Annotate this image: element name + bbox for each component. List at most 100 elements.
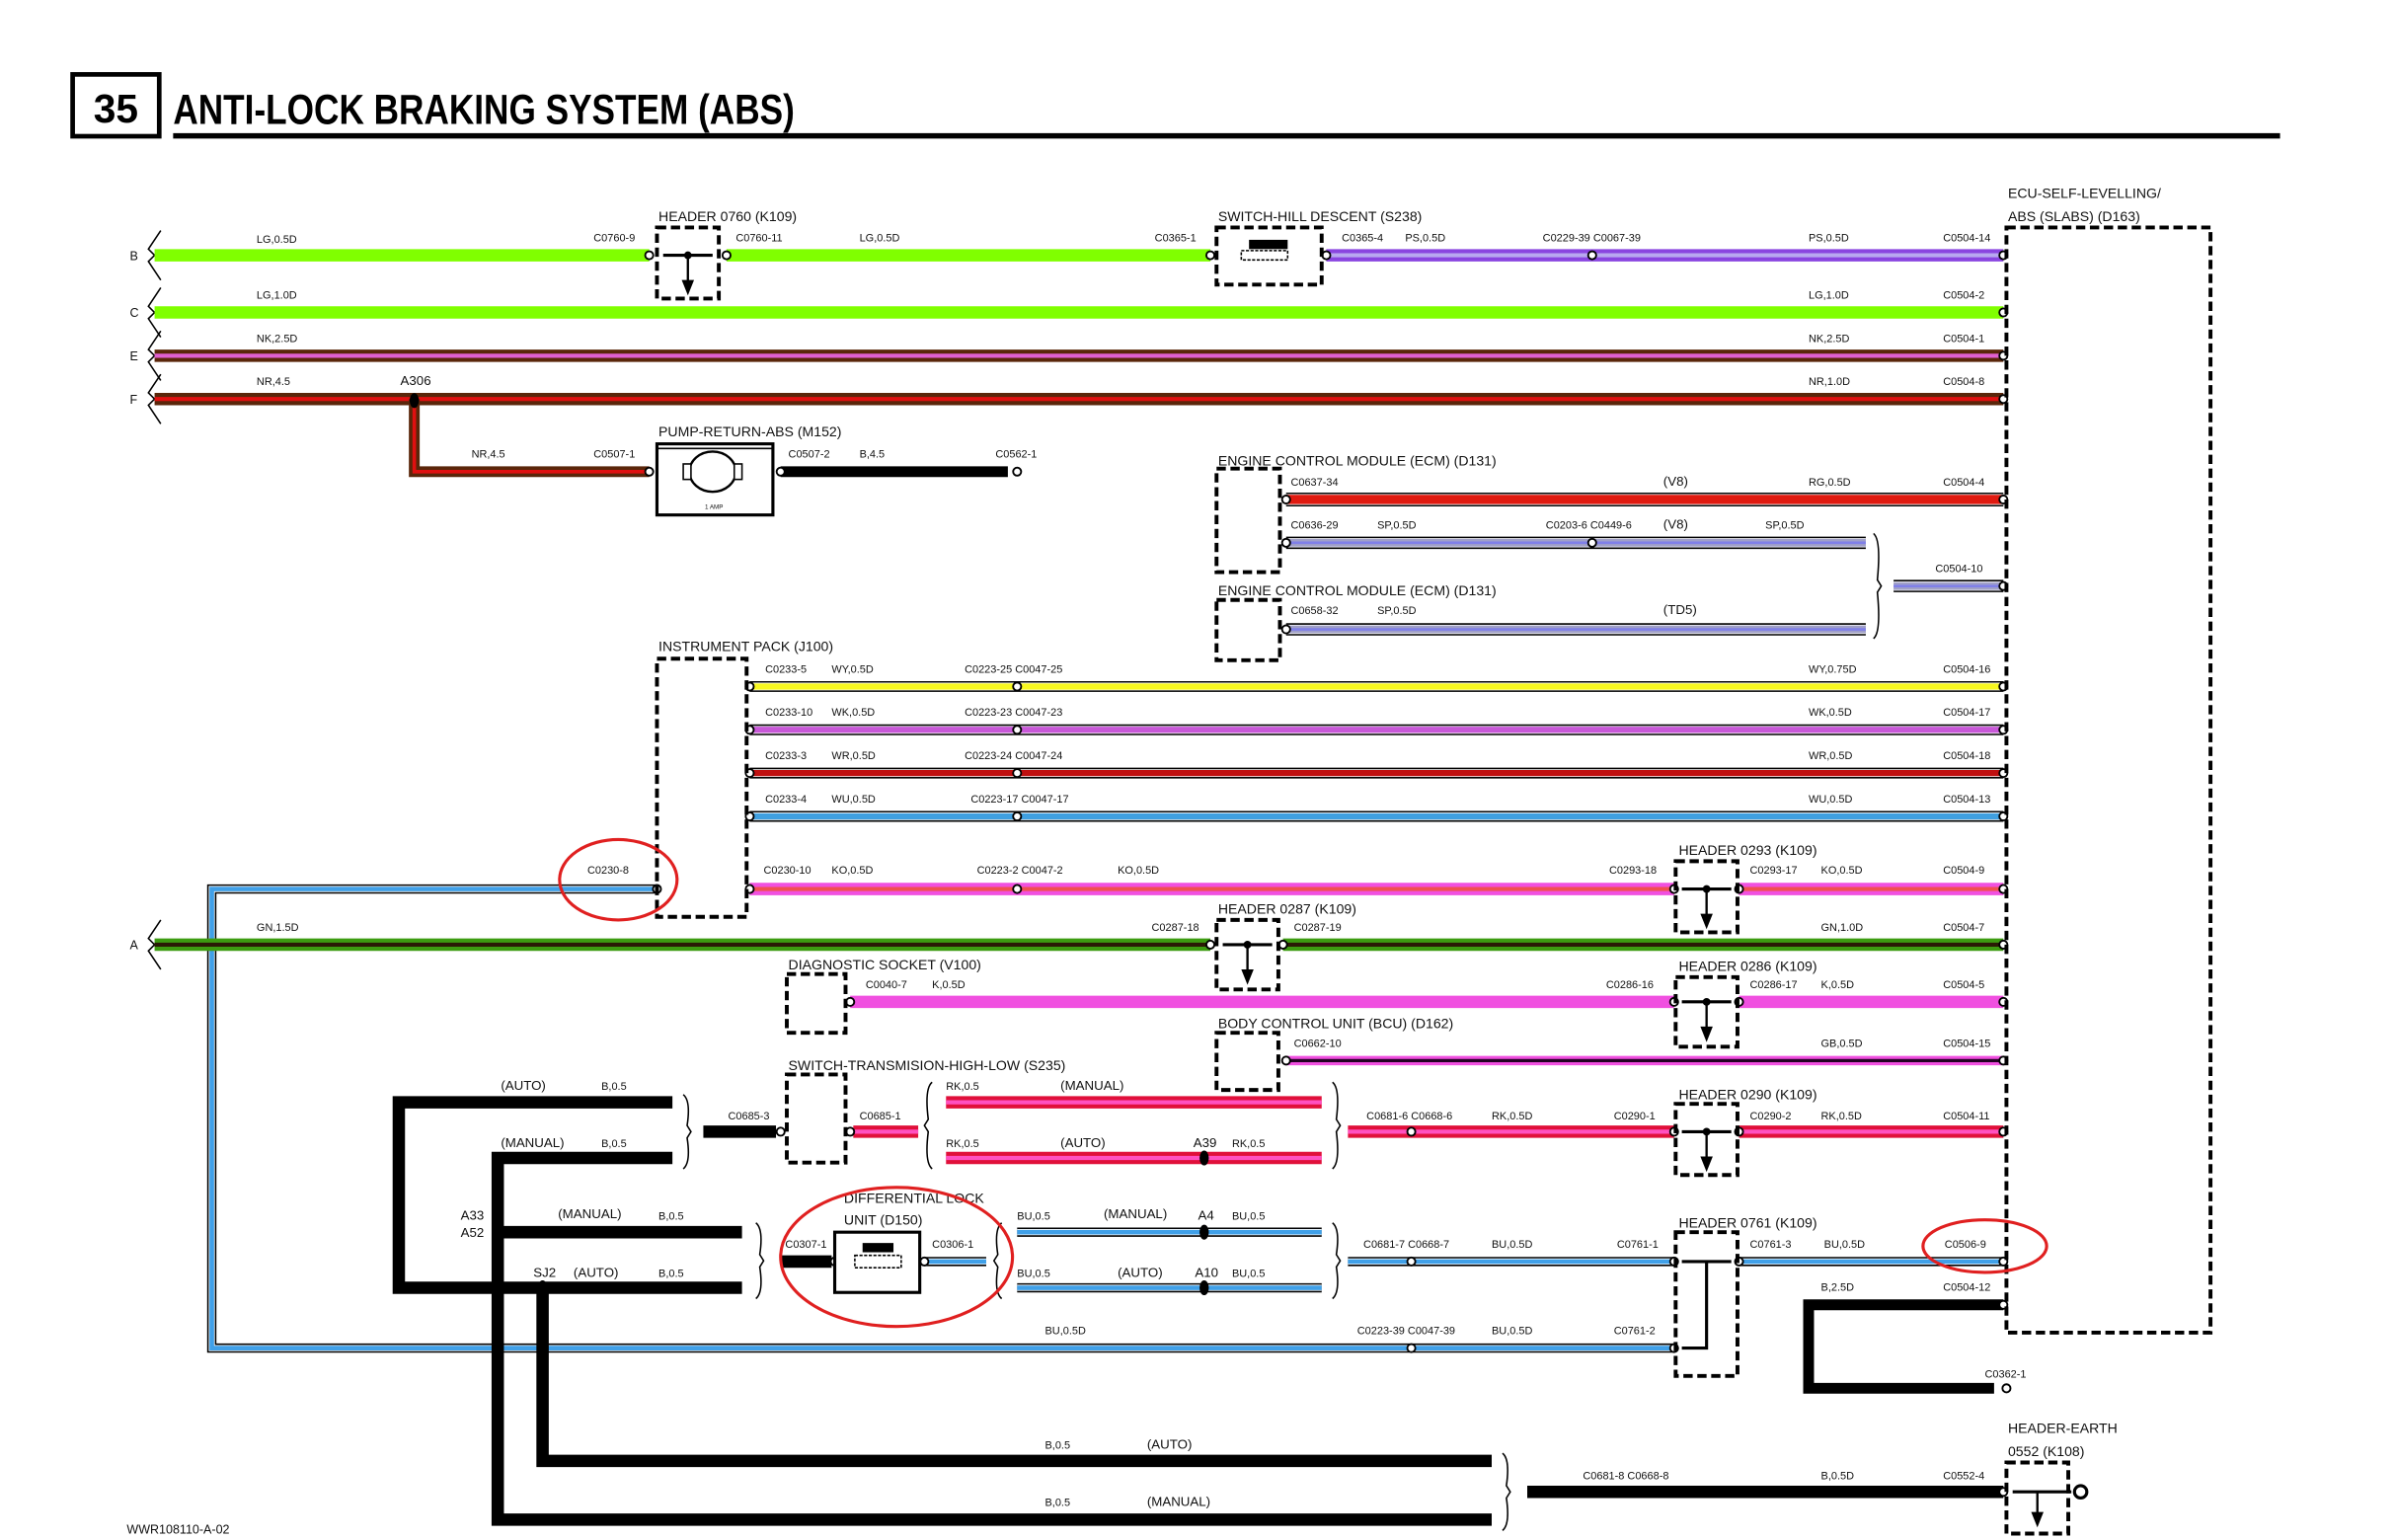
component-label: BODY CONTROL UNIT (BCU) (D162): [1218, 1015, 1453, 1031]
wire-label: KO,0.5D: [1821, 865, 1863, 877]
wire-label: LG,0.5D: [257, 234, 297, 246]
wire-label: B,0.5: [601, 1081, 627, 1093]
header-0761: [1673, 1230, 1739, 1378]
wire-label: C0504-17: [1943, 707, 1990, 719]
harness-brace: [755, 1222, 765, 1300]
wire-label: C0552-4: [1943, 1471, 1984, 1483]
bus-break-mark: [147, 230, 162, 257]
wire-label: C0681-7 C0668-7: [1363, 1239, 1449, 1251]
diagnostic-socket: [785, 971, 848, 1036]
wire-label: RK,0.5: [1232, 1138, 1266, 1150]
wire-label: (AUTO): [574, 1266, 619, 1280]
connector-pin: [644, 466, 655, 477]
ground-arrow-icon: [1700, 1156, 1713, 1173]
wire-label: BU,0.5: [1232, 1211, 1266, 1223]
wire-label: BU,0.5: [1017, 1269, 1050, 1280]
wire-label: WY,0.5D: [831, 663, 874, 675]
bus-break-mark: [147, 311, 162, 339]
wire-label: B,0.5: [1044, 1497, 1070, 1508]
component-label: HEADER 0290 (K109): [1678, 1087, 1816, 1103]
diff-lock-contact-icon: [854, 1254, 902, 1269]
header-0286: [1673, 974, 1739, 1049]
bus-break-mark: [147, 287, 162, 314]
component-label: SWITCH-HILL DESCENT (S238): [1218, 208, 1423, 224]
earth-eyelet-icon: [2072, 1484, 2089, 1501]
splice-dot: [409, 393, 420, 409]
component-label: PUMP-RETURN-ABS (M152): [658, 424, 841, 439]
connector-pin: [1012, 466, 1023, 477]
switch-hill-descent: [1214, 225, 1324, 287]
motor-brush: [733, 463, 743, 481]
ground-arrow-icon: [681, 279, 695, 296]
drawing-reference: WWR108110-A-02: [126, 1523, 229, 1537]
wire-label: WR,0.5D: [1809, 750, 1853, 762]
header-earth: [2004, 1460, 2071, 1536]
title-underline: [173, 132, 2280, 139]
wire-label: RK,0.5: [946, 1138, 979, 1150]
wire-label: A306: [401, 373, 431, 388]
wire-label: C0223-39 C0047-39: [1357, 1326, 1455, 1338]
wire-label: C0293-17: [1749, 865, 1797, 877]
wire-label: C0290-2: [1749, 1111, 1791, 1122]
page-title: ANTI-LOCK BRAKING SYSTEM (ABS): [173, 86, 794, 132]
wire-label: (AUTO): [1147, 1436, 1193, 1451]
wire-label: C0562-1: [995, 449, 1037, 461]
wire-label: B,0.5: [1044, 1439, 1070, 1451]
wire-label: C0760-11: [735, 232, 782, 244]
splice-dot: [1199, 1280, 1209, 1296]
wire-label: C0504-4: [1943, 477, 1984, 489]
wire-label: SP,0.5D: [1377, 520, 1416, 532]
component-label: HEADER 0293 (K109): [1678, 842, 1816, 858]
wire-label: (V8): [1663, 474, 1688, 489]
connector-pin: [1280, 537, 1291, 548]
connector-pin: [1205, 250, 1216, 261]
connector-pin: [644, 250, 655, 261]
connector-pin: [1280, 624, 1291, 635]
wire: [1803, 1299, 2004, 1394]
component-label: HEADER-EARTH: [2008, 1421, 2118, 1436]
wire-label: C0637-34: [1290, 477, 1338, 489]
wire-label: NR,4.5: [257, 376, 290, 388]
wire-label: A33: [461, 1208, 485, 1223]
wire-label: BU,0.5D: [1492, 1326, 1532, 1338]
connector-pin: [1012, 725, 1023, 735]
wire-label: (V8): [1663, 517, 1688, 532]
wire-label: NR,1.0D: [1809, 376, 1850, 388]
wire-label: GN,1.5D: [257, 922, 299, 934]
wire-label: C0203-6 C0449-6: [1546, 520, 1632, 532]
component-label: UNIT (D150): [844, 1211, 923, 1227]
wire-label: SP,0.5D: [1765, 520, 1804, 532]
wire-label: C0287-18: [1152, 922, 1199, 934]
component-label: ENGINE CONTROL MODULE (ECM) (D131): [1218, 453, 1497, 469]
wire-label: C0504-13: [1943, 794, 1990, 806]
component-label: SWITCH-TRANSMISION-HIGH-LOW (S235): [789, 1057, 1066, 1073]
wire-stripe: [412, 399, 650, 474]
connector-pin: [2001, 1383, 2012, 1394]
wire-label: C0230-10: [764, 865, 812, 877]
header-0293: [1673, 859, 1739, 935]
connector-pin: [1586, 537, 1597, 548]
annotation-circle: [1921, 1218, 2048, 1274]
connector-pin: [1406, 1343, 1417, 1353]
wire-label: WU,0.5D: [831, 794, 876, 806]
wire-label: C0504-8: [1943, 376, 1984, 388]
wire-label: GB,0.5D: [1821, 1038, 1863, 1049]
connector-pin: [919, 1256, 930, 1267]
component-label: HEADER 0760 (K109): [658, 208, 797, 224]
wire-label: RK,0.5D: [1492, 1111, 1532, 1122]
wire-label: BU,0.5: [1232, 1269, 1266, 1280]
component-label: HEADER 0761 (K109): [1678, 1214, 1816, 1230]
wire-label: A10: [1195, 1266, 1218, 1280]
splice-dot: [495, 1224, 504, 1240]
wire-label: B,4.5: [860, 449, 886, 461]
bus-break-mark: [147, 330, 162, 356]
wire-label: B,2.5D: [1821, 1282, 1855, 1294]
ecm-v8: [1214, 466, 1282, 575]
wire-label: C0223-2 C0047-2: [977, 865, 1063, 877]
component-label: DIAGNOSTIC SOCKET (V100): [789, 957, 981, 972]
wire-label: C0233-3: [765, 750, 807, 762]
wire-label: C0504-12: [1943, 1282, 1990, 1294]
wire-label: C0233-4: [765, 794, 807, 806]
wire-label: WR,0.5D: [831, 750, 876, 762]
